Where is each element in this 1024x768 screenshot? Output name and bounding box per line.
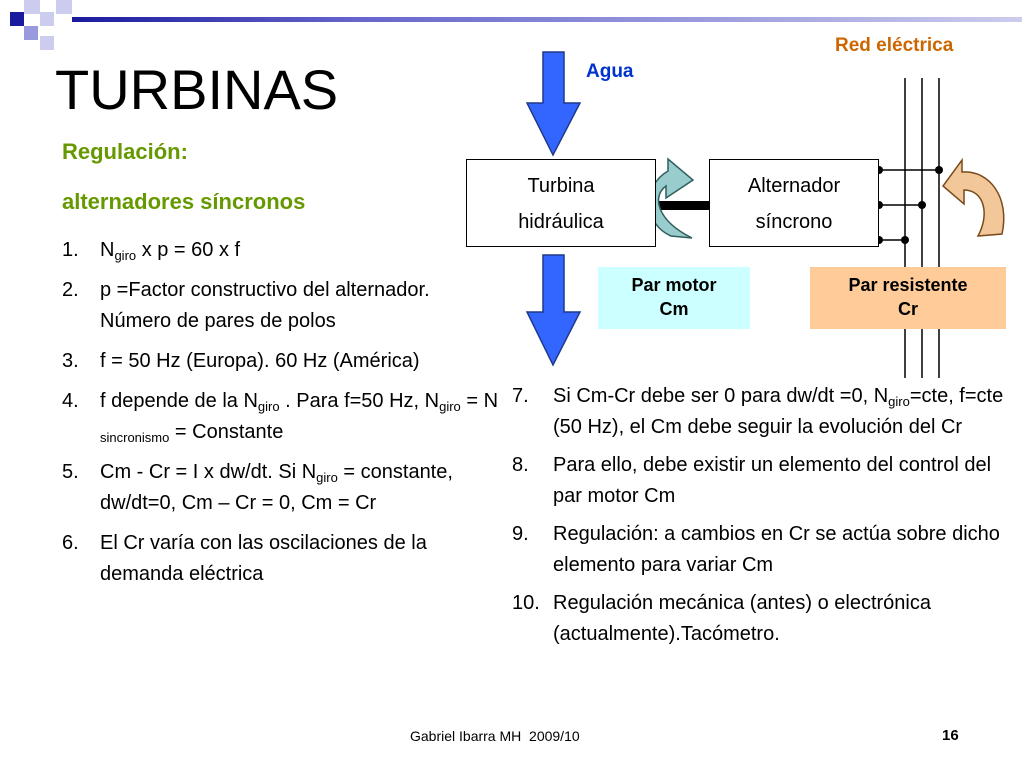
list-item-text: Cm - Cr = I x dw/dt. Si N <box>100 461 317 483</box>
deco-square <box>40 12 54 26</box>
list-item-text: =cte, f=cte (50 Hz), el Cm debe seguir l… <box>553 385 1004 438</box>
list-item-number: 10. <box>512 592 540 614</box>
list-item-subscript: giro <box>257 399 280 414</box>
list-item-text: = constante, dw/dt=0, Cm – Cr = 0, Cm = … <box>100 461 453 514</box>
list-right: 7. Si Cm-Cr debe ser 0 para dw/dt =0, Ngi… <box>512 381 1007 657</box>
list-item: 6. El Cr varía con las oscilaciones de la… <box>62 528 502 590</box>
list-item-text: x p = 60 x f <box>136 239 241 261</box>
connection-dot <box>901 236 909 244</box>
list-item-number: 4. <box>62 390 79 412</box>
subtitle-alternadores: alternadores síncronos <box>62 189 306 214</box>
deco-square <box>24 26 38 40</box>
resistant-torque-arrow-icon <box>941 157 1005 237</box>
list-item: 9. Regulación: a cambios en Cr se actúa s… <box>512 519 1007 581</box>
alternator-label-line1: Alternador <box>747 175 841 197</box>
deco-square <box>24 0 40 14</box>
deco-bar <box>72 17 1022 22</box>
list-item: 4.f depende de la Ngiro . Para f=50 Hz, … <box>62 386 502 448</box>
motor-torque-line1: Par motor <box>631 275 717 295</box>
list-item-number: 2. <box>62 279 79 301</box>
page-number: 16 <box>942 727 959 744</box>
list-item-text: Regulación mecánica (antes) o electrónic… <box>553 592 931 645</box>
list-item-number: 3. <box>62 350 79 372</box>
page-title: TURBINAS <box>55 58 339 121</box>
list-item-text: = N <box>460 390 499 412</box>
motor-torque-box: Par motor Cm <box>598 267 750 329</box>
water-label: Agua <box>586 61 634 82</box>
list-item-text: p =Factor constructivo del alternador. N… <box>100 279 430 332</box>
list-item-text: Si Cm-Cr debe ser 0 para dw/dt =0, N <box>553 385 889 407</box>
list-item-number: 9. <box>512 523 529 545</box>
subtitle-regulacion: Regulación: <box>62 139 188 164</box>
deco-square <box>10 12 24 26</box>
list-item-text: Regulación: a cambios en Cr se actúa sob… <box>553 523 1000 576</box>
alternator-box: Alternador síncrono <box>709 159 879 247</box>
list-item-number: 8. <box>512 454 529 476</box>
list-item-subscript: giro <box>316 470 338 485</box>
connection-dot <box>918 201 926 209</box>
list-item-number: 5. <box>62 461 79 483</box>
connection-dot <box>935 166 943 174</box>
alternator-label-line2: síncrono <box>755 211 833 233</box>
list-item-number: 1. <box>62 239 79 261</box>
list-item: 1. Ngiro x p = 60 x f <box>62 235 502 266</box>
list-item: 8. Para ello, debe existir un elemento de… <box>512 450 1007 512</box>
list-item-text: f depende de la N <box>100 390 258 412</box>
list-item-text: . Para f=50 Hz, N <box>279 390 440 412</box>
list-item-number: 7. <box>512 385 529 407</box>
footer-text: Gabriel Ibarra MH 2009/10 <box>410 728 580 744</box>
list-left: 1. Ngiro x p = 60 x f 2. p =Factor construc… <box>62 235 502 599</box>
list-item-text: El Cr varía con las oscilaciones de la d… <box>100 532 427 585</box>
turbine-label-line1: Turbina <box>527 175 595 197</box>
list-item-text: = Constante <box>169 421 284 443</box>
list-item: 3. f = 50 Hz (Europa). 60 Hz (América) <box>62 346 502 377</box>
deco-square <box>40 36 54 50</box>
resistant-torque-box: Par resistente Cr <box>810 267 1006 329</box>
resistant-torque-line1: Par resistente <box>848 275 968 295</box>
list-item-subscript: sincronismo <box>100 430 170 445</box>
deco-square <box>56 0 72 14</box>
shaft <box>656 201 710 210</box>
list-item: 10. Regulación mecánica (antes) o electró… <box>512 588 1007 650</box>
list-item: 5. Cm - Cr = I x dw/dt. Si Ngiro = consta… <box>62 457 502 519</box>
motor-torque-line2: Cm <box>659 299 689 319</box>
list-item: 7. Si Cm-Cr debe ser 0 para dw/dt =0, Ngi… <box>512 381 1007 443</box>
turbine-box: Turbina hidráulica <box>466 159 656 247</box>
water-in-arrow-icon <box>525 51 582 157</box>
turbine-label-line2: hidráulica <box>518 211 604 233</box>
list-item-text: N <box>100 239 115 261</box>
list-item-subscript: giro <box>439 399 461 414</box>
list-item-text: f = 50 Hz (Europa). 60 Hz (América) <box>100 350 420 372</box>
list-item-number: 6. <box>62 532 79 554</box>
grid-label: Red eléctrica <box>835 35 954 56</box>
list-item-subscript: giro <box>888 394 910 409</box>
list-item-subscript: giro <box>114 248 137 263</box>
list-item: 2. p =Factor constructivo del alternador.… <box>62 275 502 337</box>
resistant-torque-line2: Cr <box>897 299 918 319</box>
water-out-arrow-icon <box>525 254 582 367</box>
list-item-text: Para ello, debe existir un elemento del … <box>553 454 992 507</box>
